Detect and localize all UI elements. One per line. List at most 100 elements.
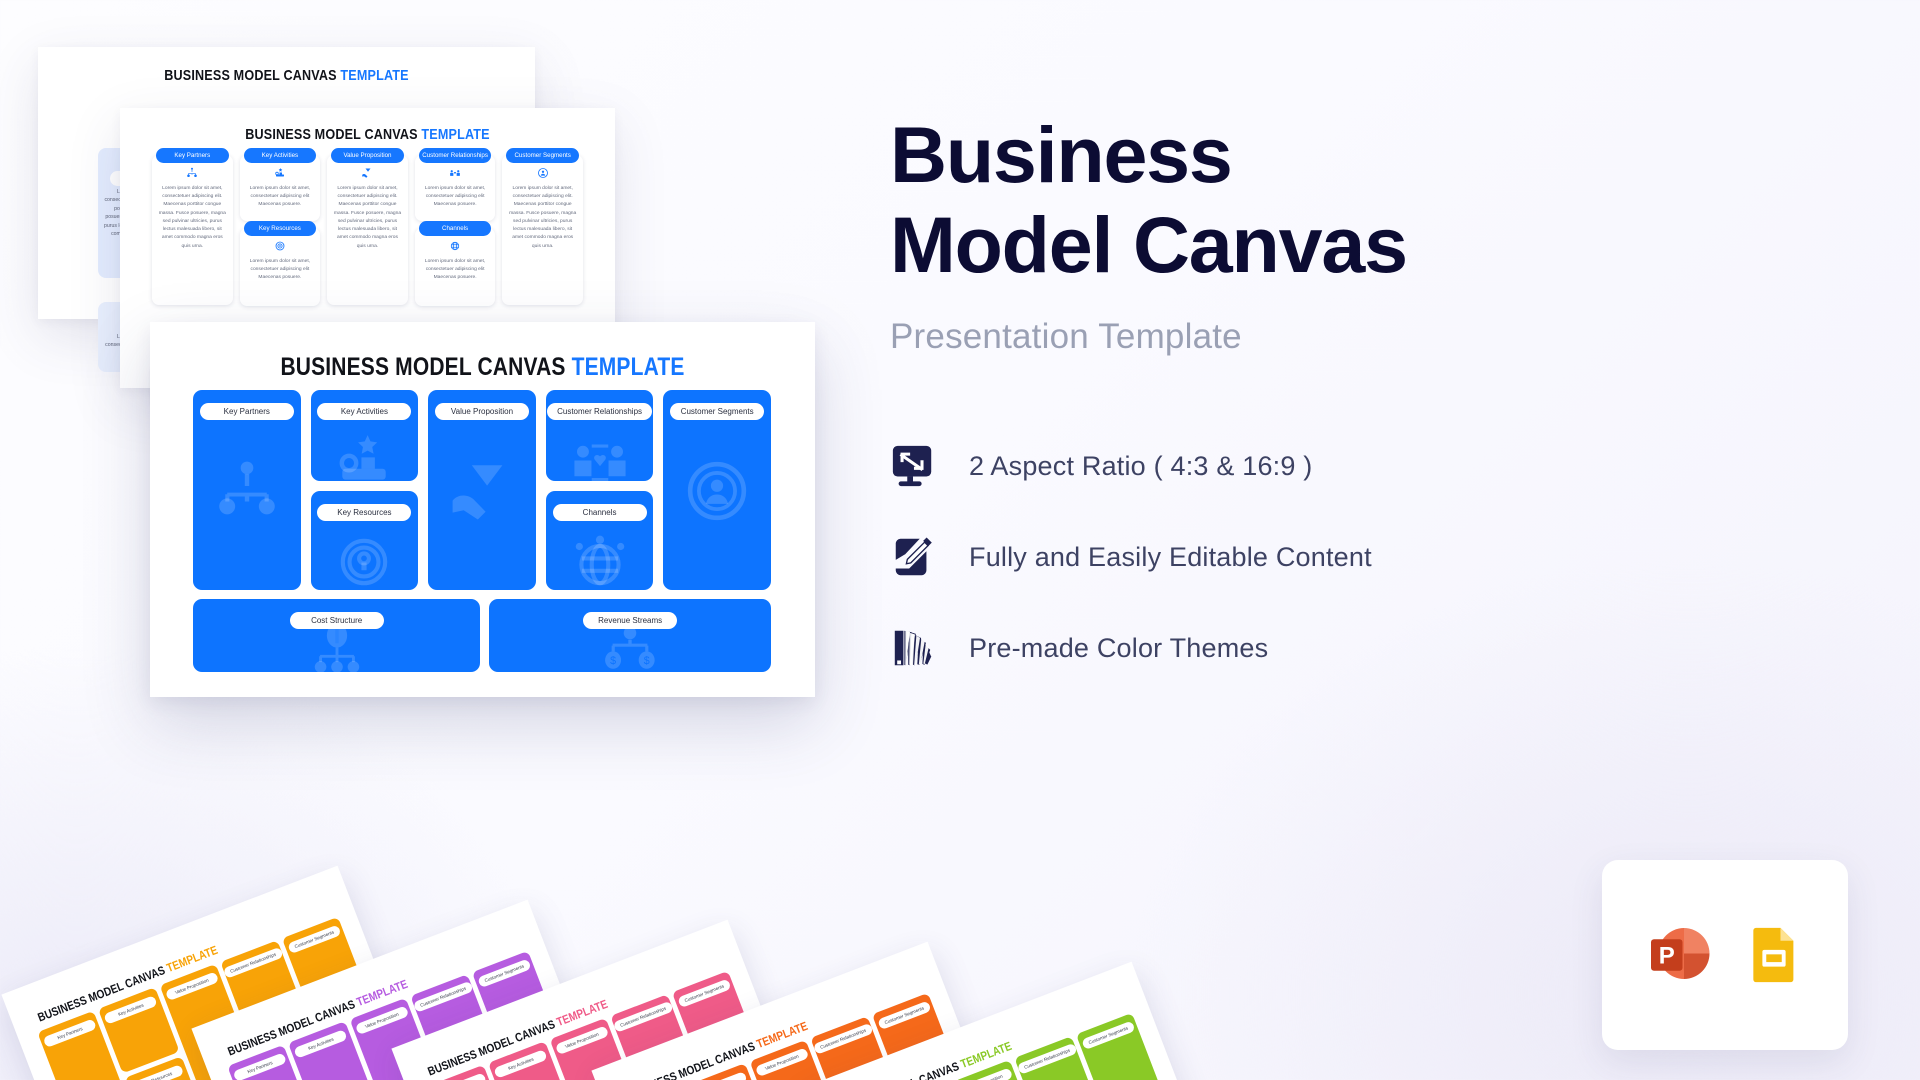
canvas-block-value-proposition[interactable]: Value Proposition [428,390,536,590]
key-activity-icon [333,430,395,481]
key-activity-icon [245,167,316,182]
thumb-block-label: Key Partners [232,1052,288,1080]
block-label: Key Activities [243,148,317,163]
color-theme-thumbnails: BUSINESS MODEL CANVAS TEMPLATE Key Partn… [0,830,1250,1080]
block-label: Key Resources [317,504,412,522]
people-heart-icon [569,430,631,482]
google-slides-icon [1743,924,1805,986]
main-slide-title: BUSINESS MODEL CANVAS TEMPLATE [280,353,685,381]
thumb-block-label: Value Proposition [754,1047,810,1078]
canvas-block-key-resources[interactable]: Key Resources Lorem ipsum dolor sit amet… [239,221,321,306]
page-subtitle: Presentation Template [890,317,1242,357]
canvas-block-customer-relationships[interactable]: Customer Relationships [545,390,654,482]
canvas-block-value-proposition[interactable]: Value Proposition Lorem ipsum dolor sit … [327,148,408,305]
middle-column-2: Key Activities Lorem ipsum dolor sit ame… [239,148,321,306]
canvas-block-key-partners[interactable]: Key Partners [193,390,301,590]
block-label: Customer Relationships [418,148,492,163]
compatible-apps-badge: P [1602,860,1848,1050]
thumb-block-label: Customer Segments [877,1000,932,1031]
network-people-icon [214,458,280,528]
title-line-2: Model Canvas [890,200,1408,290]
canvas-column-2: Key Activities Key Resources [310,390,419,590]
feature-list: 2 Aspect Ratio ( 4:3 & 16:9 ) Fully and … [890,443,1870,671]
back-slide-title: BUSINESS MODEL CANVAS TEMPLATE [164,67,409,84]
thumb-block-label: Customer Segments [287,924,342,955]
canvas-block-key-activities[interactable]: Key Activities [310,390,419,482]
svg-text:P: P [1659,942,1675,969]
svg-text:$: $ [644,655,650,667]
feature-item-aspect-ratio: 2 Aspect Ratio ( 4:3 & 16:9 ) [890,443,1870,489]
people-heart-icon [420,167,491,182]
block-body: Lorem ipsum dolor sit amet, consectetuer… [424,259,486,281]
network-people-icon [157,167,228,182]
thumb-block-label: Customer Segments [677,978,732,1009]
middle-slide-grid: Key Partners Lorem ipsum dolor sit amet,… [152,148,583,306]
svg-text:$: $ [610,655,616,667]
title-line-1: Business [890,110,1233,199]
canvas-block-cost-structure[interactable]: Cost Structure [193,599,481,672]
canvas-grid: Key Partners Key Activities Key Resource… [193,390,771,590]
canvas-block-customer-segments[interactable]: Customer Segments Lorem ipsum dolor sit … [502,148,583,305]
monitor-aspect-ratio-icon [890,443,936,489]
block-body: Lorem ipsum dolor sit amet, consectetuer… [509,186,577,249]
block-label: Key Partners [156,148,229,163]
globe-network-icon [569,531,631,590]
block-body: Lorem ipsum dolor sit amet, consectetuer… [424,186,486,208]
target-user-icon [507,167,578,182]
hand-diamond-icon [446,455,518,531]
canvas-column-5: Customer Segments [663,390,771,590]
middle-slide-title: BUSINESS MODEL CANVAS TEMPLATE [245,126,490,143]
middle-column-5: Customer Segments Lorem ipsum dolor sit … [502,148,583,306]
thumb-block-label: Customer Relationships [1016,1042,1078,1075]
thumb-block-label: Customer Relationships [612,1000,674,1033]
thumb-block-label: Value Proposition [164,971,220,1002]
globe-network-icon [420,240,491,255]
block-body: Lorem ipsum dolor sit amet, consectetuer… [158,186,226,249]
block-label: Key Resources [243,221,317,236]
middle-column-4: Customer Relationships Lorem ipsum dolor… [414,148,496,306]
block-label: Cost Structure [289,612,384,629]
block-label: Customer Segments [506,148,579,163]
thumb-block-label: Key Partners [42,1018,98,1048]
canvas-column-4: Customer Relationships Channels [545,390,654,590]
block-body: Lorem ipsum dolor sit amet, consectetuer… [249,186,311,208]
feature-item-editable: Fully and Easily Editable Content [890,534,1870,580]
block-label: Value Proposition [434,403,529,420]
powerpoint-icon: P [1645,919,1717,991]
canvas-column-1: Key Partners [193,390,301,590]
block-body: Lorem ipsum dolor sit amet, consectetuer… [333,186,402,249]
thumb-block-label: Customer Segments [1081,1020,1136,1051]
canvas-block-key-resources[interactable]: Key Resources [310,491,419,590]
block-label: Customer Segments [670,403,765,420]
canvas-block-key-partners[interactable]: Key Partners Lorem ipsum dolor sit amet,… [152,148,233,305]
thumb-block-label: Value Proposition [554,1025,610,1056]
thumb-block-label: Customer Relationships [222,946,284,979]
feature-label: Pre-made Color Themes [969,632,1269,663]
hero-panel: Business Model Canvas Presentation Templ… [890,110,1870,716]
thumb-block-label: Key Activities [293,1028,349,1059]
block-label: Customer Relationships [547,403,653,420]
canvas-block-customer-relationships[interactable]: Customer Relationships Lorem ipsum dolor… [414,148,496,221]
thumb-block-label: Key Activities [493,1048,549,1079]
block-label: Revenue Streams [583,612,678,629]
block-label: Value Proposition [331,148,404,163]
canvas-block-channels[interactable]: Channels Lorem ipsum dolor sit amet, con… [414,221,496,306]
thumb-block-label: Key Activities [103,994,159,1025]
color-swatch-fan-icon [890,625,936,671]
target-user-icon [682,456,752,530]
block-label: Channels [552,504,647,522]
gear-lock-icon [333,531,395,590]
canvas-block-revenue-streams[interactable]: Revenue Streams $ $ [489,599,771,672]
gear-lock-icon [245,240,316,255]
thumb-block-label: Customer Relationships [812,1022,874,1055]
thumb-block-label: Customer Relationships [412,980,474,1013]
canvas-block-customer-segments[interactable]: Customer Segments [663,390,771,590]
feature-item-color-themes: Pre-made Color Themes [890,625,1870,671]
block-body: Lorem ipsum dolor sit amet, consectetuer… [249,259,311,281]
feature-label: Fully and Easily Editable Content [969,541,1372,572]
canvas-block-channels[interactable]: Channels [545,491,654,590]
canvas-block-key-activities[interactable]: Key Activities Lorem ipsum dolor sit ame… [239,148,321,221]
middle-slide-preview[interactable]: BUSINESS MODEL CANVAS TEMPLATE Key Partn… [120,108,615,408]
main-slide-preview[interactable]: BUSINESS MODEL CANVAS TEMPLATE Key Partn… [150,322,815,697]
feature-label: 2 Aspect Ratio ( 4:3 & 16:9 ) [969,450,1313,481]
